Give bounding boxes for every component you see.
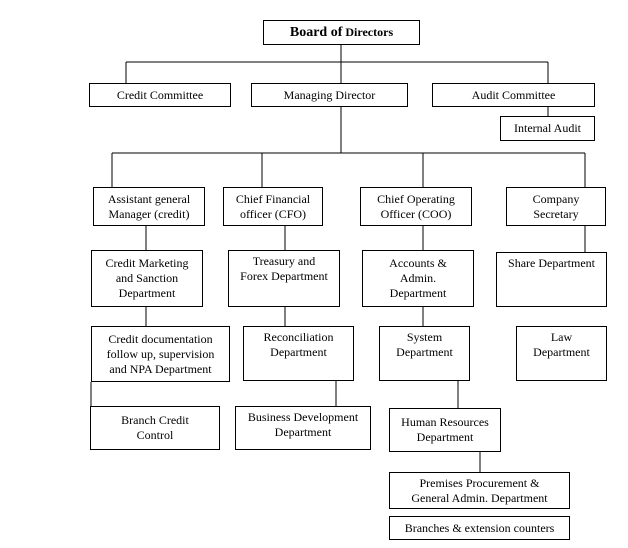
credit-committee-box: Credit Committee [89,83,231,107]
company-secretary-box: Company Secretary [506,187,606,226]
branches-extension-box: Branches & extension counters [389,516,570,540]
board-title-rest: Directors [345,25,394,39]
accounts-admin-box: Accounts & Admin. Department [362,250,474,307]
credit-documentation-box: Credit documentation follow up, supervis… [91,326,230,382]
reconciliation-box: Reconciliation Department [243,326,354,381]
audit-committee-box: Audit Committee [432,83,595,107]
share-department-box: Share Department [496,252,607,307]
law-department-box: Law Department [516,326,607,381]
branch-credit-control-box: Branch Credit Control [90,406,220,450]
treasury-forex-box: Treasury and Forex Department [228,250,340,307]
board-of-directors-box: Board of Directors [263,20,420,45]
coo-box: Chief Operating Officer (COO) [360,187,472,226]
credit-marketing-box: Credit Marketing and Sanction Department [91,250,203,307]
business-development-box: Business Development Department [235,406,371,450]
system-department-box: System Department [379,326,470,381]
human-resources-box: Human Resources Department [389,408,501,452]
agm-credit-box: Assistant general Manager (credit) [93,187,205,226]
cfo-box: Chief Financial officer (CFO) [223,187,323,226]
internal-audit-box: Internal Audit [500,116,595,141]
premises-procurement-box: Premises Procurement & General Admin. De… [389,472,570,509]
managing-director-box: Managing Director [251,83,408,107]
board-title-main: Board of [289,25,343,40]
